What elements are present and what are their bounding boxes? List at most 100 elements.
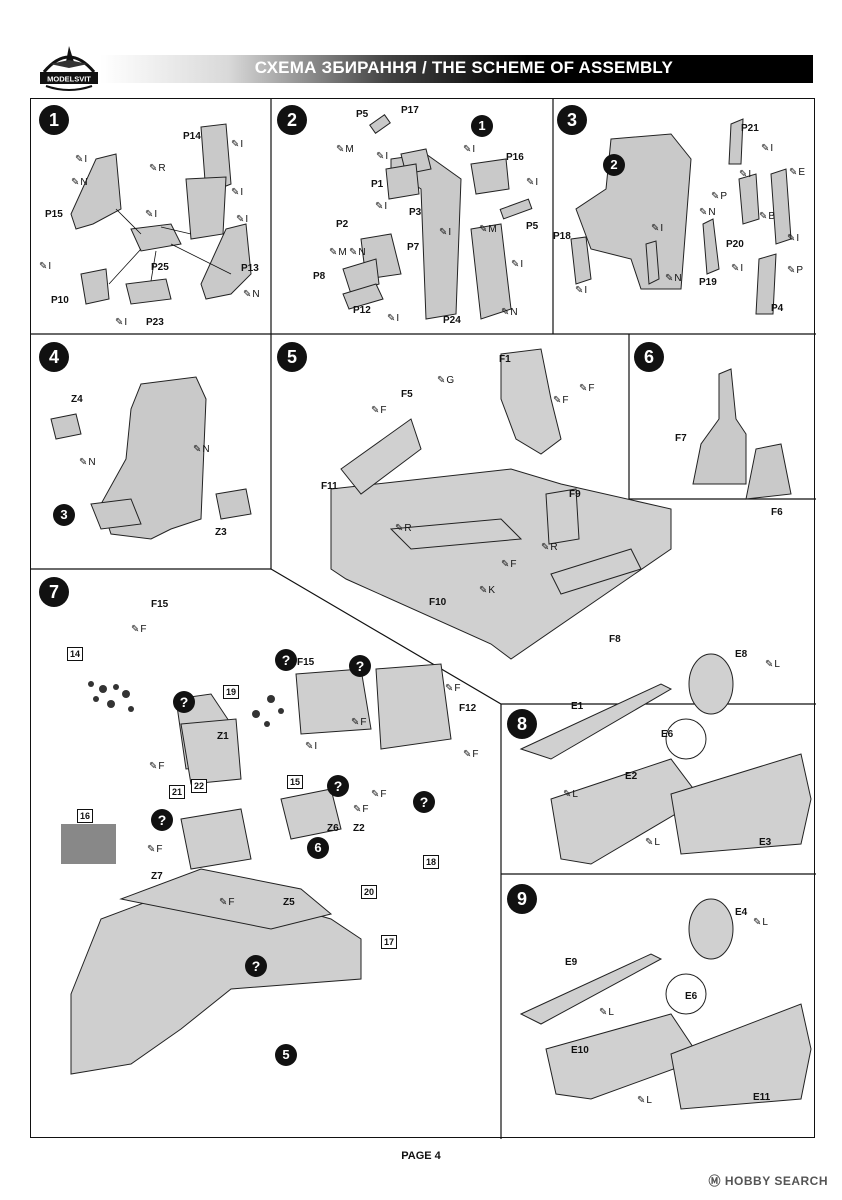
part-label: Z4 [71, 394, 83, 405]
paint-code: I [231, 139, 243, 150]
paint-code: L [599, 1007, 614, 1018]
paint-code: N [79, 457, 95, 468]
ref-badge-3: 3 [53, 504, 75, 526]
decal-ref-box: 16 [77, 809, 94, 823]
part-label: E8 [735, 649, 748, 660]
part-label: P20 [726, 239, 744, 250]
step3-drawing [570, 118, 792, 315]
optional-question-icon: ? [413, 791, 435, 813]
step-3-badge: 3 [557, 105, 587, 135]
step-6-badge: 6 [634, 342, 664, 372]
paint-code: L [765, 659, 780, 670]
part-label: P5 [526, 221, 539, 232]
decal-ref-box: 20 [361, 885, 378, 899]
paint-code: R [541, 542, 557, 553]
assembly-sheet: 1 2 3 4 5 6 7 8 9 1 2 3 6 5 P14 P15 P10 … [30, 98, 816, 1139]
paint-code: I [463, 144, 475, 155]
paint-code: I [739, 169, 751, 180]
part-label: P5 [356, 109, 369, 120]
paint-code: N [501, 307, 517, 318]
optional-question-icon: ? [245, 955, 267, 977]
part-label: F15 [297, 657, 315, 668]
paint-code: K [479, 585, 495, 596]
optional-question-icon: ? [327, 775, 349, 797]
paint-code: I [761, 143, 773, 154]
part-label: E2 [625, 771, 638, 782]
part-label: P4 [771, 303, 784, 314]
paint-code: I [115, 317, 127, 328]
paint-code: F [131, 624, 146, 635]
paint-code: L [563, 789, 578, 800]
part-label: E6 [661, 729, 674, 740]
part-label: F1 [499, 354, 511, 365]
part-label: Z1 [217, 731, 229, 742]
paint-code: M [479, 224, 496, 235]
paint-code: I [375, 201, 387, 212]
page-title: СХЕМА ЗБИРАННЯ / THE SCHEME OF ASSEMBLY [254, 58, 673, 77]
part-label: P25 [151, 262, 169, 273]
step9-drawing [519, 898, 812, 1110]
paint-code: M [336, 144, 353, 155]
decal-ref-box: 21 [169, 785, 186, 799]
paint-code: F [351, 717, 366, 728]
paint-code: M [329, 247, 346, 258]
step4-drawing [50, 376, 252, 540]
part-label: P17 [401, 105, 419, 116]
paint-code: I [731, 263, 743, 274]
decal-ref-box: 22 [191, 779, 208, 793]
part-label: P1 [371, 179, 384, 190]
paint-code: I [231, 187, 243, 198]
part-label: P18 [553, 231, 571, 242]
paint-code: E [789, 167, 805, 178]
paint-code: N [665, 273, 681, 284]
part-label: Z3 [215, 527, 227, 538]
part-label: F9 [569, 489, 581, 500]
paint-code: L [637, 1095, 652, 1106]
paint-code: F [353, 804, 368, 815]
paint-code: L [645, 837, 660, 848]
optional-question-icon: ? [173, 691, 195, 713]
part-label: P19 [699, 277, 717, 288]
ref-badge-6: 6 [307, 837, 329, 859]
part-label: F8 [609, 634, 621, 645]
paint-code: P [711, 191, 727, 202]
ref-badge-2: 2 [603, 154, 625, 176]
part-label: P10 [51, 295, 69, 306]
paint-code: F [445, 683, 460, 694]
decal-sheet-dots [61, 681, 284, 864]
paint-code: N [349, 247, 365, 258]
part-label: Z5 [283, 897, 295, 908]
part-label: P21 [741, 123, 759, 134]
part-label: E4 [735, 907, 748, 918]
step5-drawing [330, 348, 672, 660]
paint-code: I [39, 261, 51, 272]
part-label: Z6 [327, 823, 339, 834]
part-label: F12 [459, 703, 477, 714]
step6-drawing [692, 368, 792, 500]
part-label: F6 [771, 507, 783, 518]
optional-question-icon: ? [151, 809, 173, 831]
paint-code: I [376, 151, 388, 162]
part-label: E11 [753, 1092, 771, 1103]
paint-code: N [71, 177, 87, 188]
paint-code: N [243, 289, 259, 300]
paint-code: I [145, 209, 157, 220]
decal-ref-box: 18 [423, 855, 440, 869]
step7-drawing [70, 663, 452, 1075]
part-label: E9 [565, 957, 578, 968]
part-label: Z7 [151, 871, 163, 882]
hobby-search-watermark: Ⓜ HOBBY SEARCH [708, 1174, 828, 1188]
step-9-badge: 9 [507, 884, 537, 914]
part-label: E10 [571, 1045, 589, 1056]
decal-ref-box: 19 [223, 685, 240, 699]
part-label: P8 [313, 271, 326, 282]
paint-code: B [759, 211, 775, 222]
optional-question-icon: ? [349, 655, 371, 677]
paint-code: I [387, 313, 399, 324]
paint-code: F [579, 383, 594, 394]
modelsvit-logo: MODELSVIT [36, 42, 102, 94]
paint-code: I [75, 154, 87, 165]
panel-grid [31, 99, 816, 1139]
part-label: E3 [759, 837, 772, 848]
paint-code: I [236, 214, 248, 225]
